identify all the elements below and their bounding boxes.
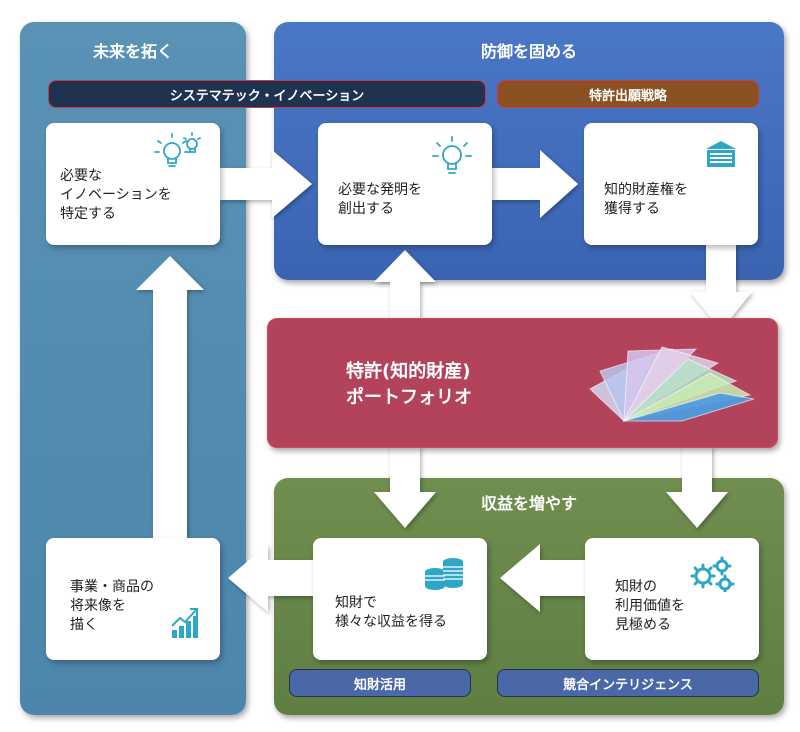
card-invent-text: 必要な発明を 創出する <box>338 182 422 217</box>
coins-icon <box>425 558 463 590</box>
card-create-invention: 必要な発明を 創出する <box>318 123 492 245</box>
card-identify-innovation: 必要な イノベーションを 特定する <box>46 123 220 245</box>
revenue-panel-title: 収益を増やす <box>480 494 577 513</box>
ip-use-label: 知財活用 <box>289 669 471 697</box>
card-value-text: 知財の 利用価値を 見極める <box>615 579 685 633</box>
document-fan-icon <box>589 346 754 423</box>
arrow-portfolio-to-revenue <box>374 446 436 528</box>
patent-portfolio-banner: 特許(知的財産) ポートフォリオ <box>267 318 778 448</box>
gears-icon <box>690 556 735 592</box>
growth-chart-icon <box>171 608 198 638</box>
arrow-invent-to-acquire <box>492 150 578 218</box>
card-vision-text: 事業・商品の 将来像を 描く <box>70 579 154 633</box>
arrow-portfolio-to-invent <box>374 250 436 318</box>
arrow-value-to-revenue <box>500 544 585 612</box>
arrow-portfolio-to-value <box>666 446 728 528</box>
lightbulb-icon <box>432 136 472 174</box>
arrow-acquire-to-portfolio <box>690 245 752 330</box>
lightbulbs-icon <box>154 132 201 167</box>
card-identify-text: 必要な イノベーションを 特定する <box>60 168 172 222</box>
card-revenue-text: 知財で 様々な収益を得る <box>335 595 447 630</box>
building-icon <box>706 141 736 167</box>
systematic-innovation-label: システマテック・イノベーション <box>48 80 486 108</box>
card-acquire-ip: 知的財産権を 獲得する <box>584 123 758 245</box>
card-acquire-text: 知的財産権を 獲得する <box>604 182 688 217</box>
arrow-identify-to-invent <box>220 150 312 218</box>
defense-panel-title: 防御を固める <box>480 42 577 61</box>
arrow-vision-to-identify <box>136 256 204 538</box>
card-earn-revenue: 知財で 様々な収益を得る <box>313 538 487 660</box>
competitive-intelligence-label: 競合インテリジェンス <box>497 669 759 697</box>
portfolio-label: 特許(知的財産) ポートフォリオ <box>346 361 472 408</box>
card-envision-future: 事業・商品の 将来像を 描く <box>46 538 220 660</box>
patent-strategy-label: 特許出願戦略 <box>497 80 759 108</box>
card-assess-value: 知財の 利用価値を 見極める <box>585 538 759 660</box>
arrow-revenue-to-vision <box>228 544 313 612</box>
future-panel-title: 未来を拓く <box>92 42 173 61</box>
